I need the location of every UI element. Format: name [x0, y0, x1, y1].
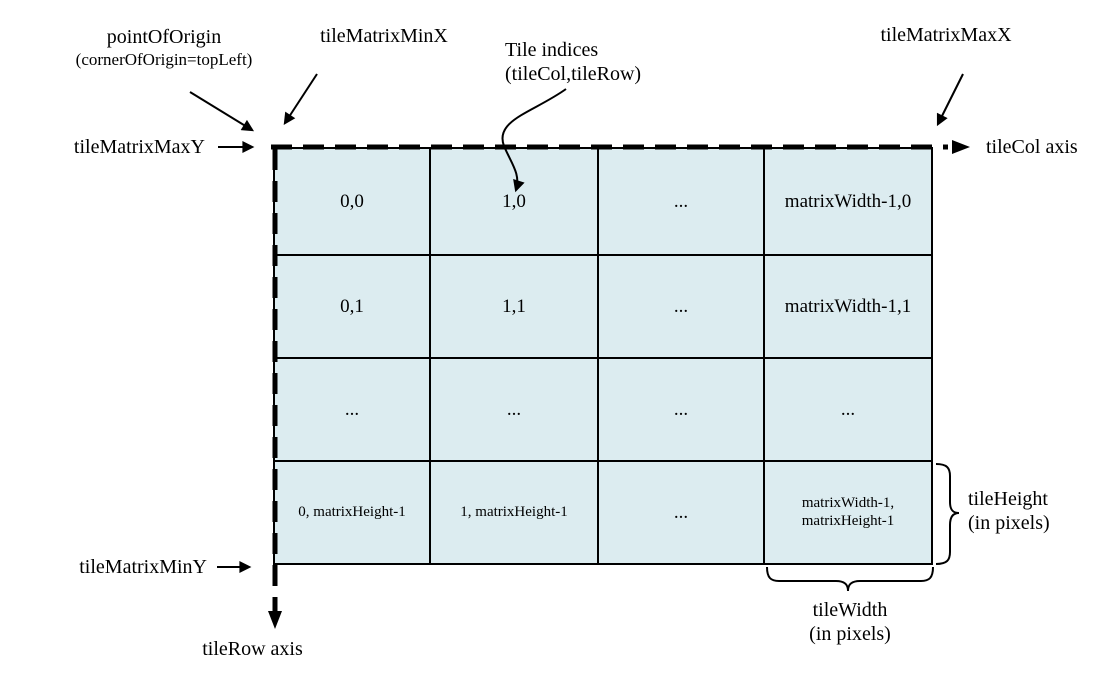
tile-matrix-max-x-label: tileMatrixMaxX: [880, 24, 1012, 46]
tilerow-axis-label: tileRow axis: [202, 638, 303, 660]
tile-matrix-min-x-arrow: [283, 73, 318, 126]
tile-cell-r3-c1: 1, matrixHeight-1: [431, 461, 600, 563]
tile-cell-r2-c0: ...: [275, 358, 432, 462]
tile-indices-label: Tile indices (tileCol,tileRow): [505, 39, 641, 86]
tilecol-axis-label: tileCol axis: [986, 136, 1078, 158]
tile-cell-r0-c0: 0,0: [275, 149, 432, 256]
tile-cell-r0-c2: ...: [599, 149, 765, 256]
tile-matrix-max-x-arrow: [936, 73, 964, 127]
tile-cell-r3-c2: ...: [599, 461, 765, 563]
tile-matrix-min-y-label: tileMatrixMinY: [79, 556, 207, 578]
tile-cell-r2-c3: ...: [765, 359, 931, 462]
tile-matrix-grid: 0,0 1,0 ... matrixWidth-1,0 0,1 1,1 ... …: [273, 147, 933, 565]
tile-width-label: tileWidth (in pixels): [770, 599, 930, 646]
tile-cell-r2-c2: ...: [599, 358, 765, 462]
tile-height-label-line2: (in pixels): [968, 511, 1050, 534]
tile-indices-label-line1: Tile indices: [505, 39, 599, 61]
tile-matrix-max-y-label: tileMatrixMaxY: [73, 136, 205, 158]
tile-cell-r1-c3: matrixWidth-1,1: [765, 256, 931, 359]
tile-cell-r3-c3: matrixWidth-1, matrixHeight-1: [801, 495, 895, 530]
tile-cell-r1-c2: ...: [599, 255, 765, 359]
tile-width-label-line1: tileWidth: [812, 599, 888, 621]
point-of-origin-label-line1: pointOfOrigin: [106, 26, 222, 48]
tile-matrix-min-x-label: tileMatrixMinX: [320, 25, 448, 47]
tile-indices-label-line2: (tileCol,tileRow): [505, 62, 642, 85]
tile-cell-r0-c3: matrixWidth-1,0: [765, 149, 931, 256]
point-of-origin-arrow: [189, 91, 255, 132]
tile-height-label-line1: tileHeight: [968, 488, 1048, 510]
tile-width-label-line2: (in pixels): [809, 622, 891, 645]
tile-cell-r0-c1: 1,0: [431, 149, 600, 256]
tile-height-label: tileHeight (in pixels): [968, 488, 1050, 535]
tile-cell-r3-c0: 0, matrixHeight-1: [275, 461, 432, 563]
point-of-origin-label-line2: (cornerOfOrigin=topLeft): [75, 49, 253, 69]
tile-width-brace: [766, 566, 934, 592]
point-of-origin-label: pointOfOrigin (cornerOfOrigin=topLeft): [34, 26, 294, 70]
tile-height-brace: [935, 463, 960, 565]
tile-cell-r1-c0: 0,1: [275, 255, 432, 359]
tile-cell-r1-c1: 1,1: [431, 255, 600, 359]
tile-cell-r2-c1: ...: [431, 358, 600, 462]
